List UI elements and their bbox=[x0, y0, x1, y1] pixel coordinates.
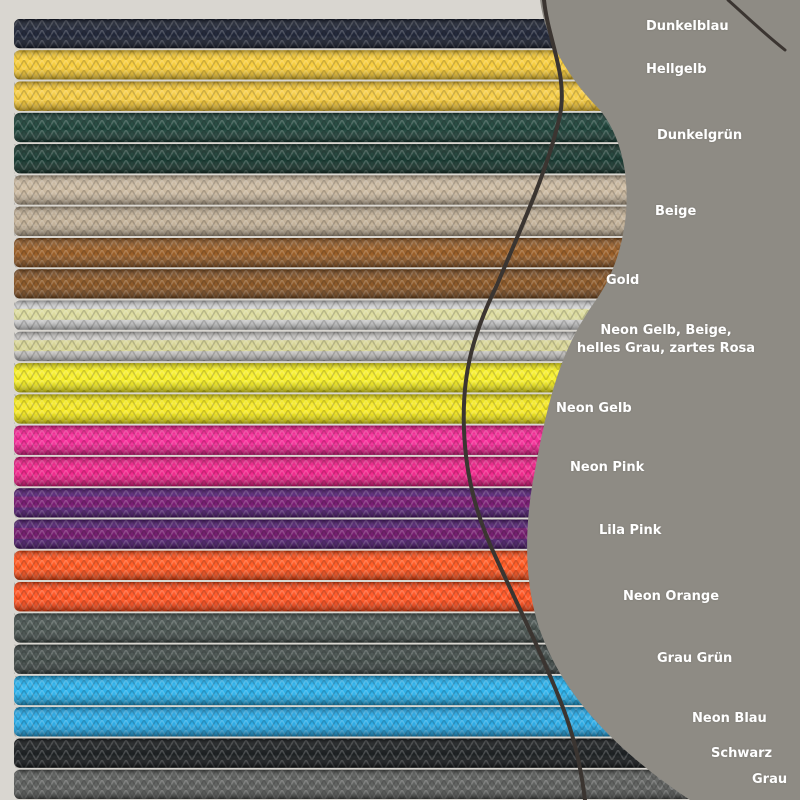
rope-shading bbox=[14, 394, 714, 424]
label-schwarz: Schwarz bbox=[711, 746, 773, 761]
label-neon-pink: Neon Pink bbox=[570, 460, 645, 475]
rope-strand bbox=[14, 112, 714, 143]
rope-shading bbox=[14, 269, 714, 299]
label-gold: Gold bbox=[606, 273, 640, 288]
rope-shading bbox=[14, 112, 714, 143]
label-beige: Beige bbox=[655, 204, 697, 219]
divider-curve bbox=[461, 0, 587, 800]
rope-shading bbox=[14, 206, 714, 236]
label-panel bbox=[527, 0, 800, 800]
rope-shading bbox=[14, 300, 714, 330]
rope-shading bbox=[14, 425, 714, 455]
rope-strand bbox=[14, 425, 714, 455]
label-dunkelgruen: Dunkelgrün bbox=[657, 128, 743, 143]
rope-strand bbox=[14, 237, 714, 268]
label-lila-pink: Lila Pink bbox=[599, 523, 662, 538]
label-dunkelblau: Dunkelblau bbox=[646, 19, 729, 34]
rope-strand bbox=[14, 269, 714, 299]
rope-strand bbox=[14, 738, 714, 768]
rope-strand bbox=[14, 175, 714, 205]
label-neon-orange: Neon Orange bbox=[623, 589, 720, 604]
label-neon-gelb-mix-line1: Neon Gelb, Beige, bbox=[600, 323, 732, 338]
label-neon-gelb-mix: Neon Gelb, Beige, helles Grau, zartes Ro… bbox=[569, 322, 763, 358]
rope-shading bbox=[14, 675, 714, 706]
divider-curve-top bbox=[726, 0, 787, 52]
rope-shading bbox=[14, 331, 714, 362]
label-hellgelb: Hellgelb bbox=[646, 62, 707, 77]
rope-shading bbox=[14, 19, 714, 49]
rope-strand bbox=[14, 363, 714, 393]
label-neon-gelb: Neon Gelb bbox=[556, 401, 632, 416]
rope-shading bbox=[14, 144, 714, 174]
rope-strand bbox=[14, 300, 714, 330]
rope-strand bbox=[14, 19, 714, 49]
label-neon-gelb-mix-line2: helles Grau, zartes Rosa bbox=[576, 341, 756, 356]
label-grau-gruen: Grau Grün bbox=[657, 651, 733, 666]
label-neon-blau: Neon Blau bbox=[692, 711, 767, 726]
rope-strand bbox=[14, 769, 714, 799]
rope-shading bbox=[14, 707, 714, 737]
rope-shading bbox=[14, 363, 714, 393]
rope-shading bbox=[14, 50, 714, 80]
rope-shading bbox=[14, 769, 714, 799]
rope-shading bbox=[14, 81, 714, 111]
label-grau: Grau bbox=[752, 772, 788, 787]
rope-strand bbox=[14, 144, 714, 174]
rope-shading bbox=[14, 175, 714, 205]
rope-shading bbox=[14, 237, 714, 268]
rope-shading bbox=[14, 738, 714, 768]
rope-strand bbox=[14, 206, 714, 236]
